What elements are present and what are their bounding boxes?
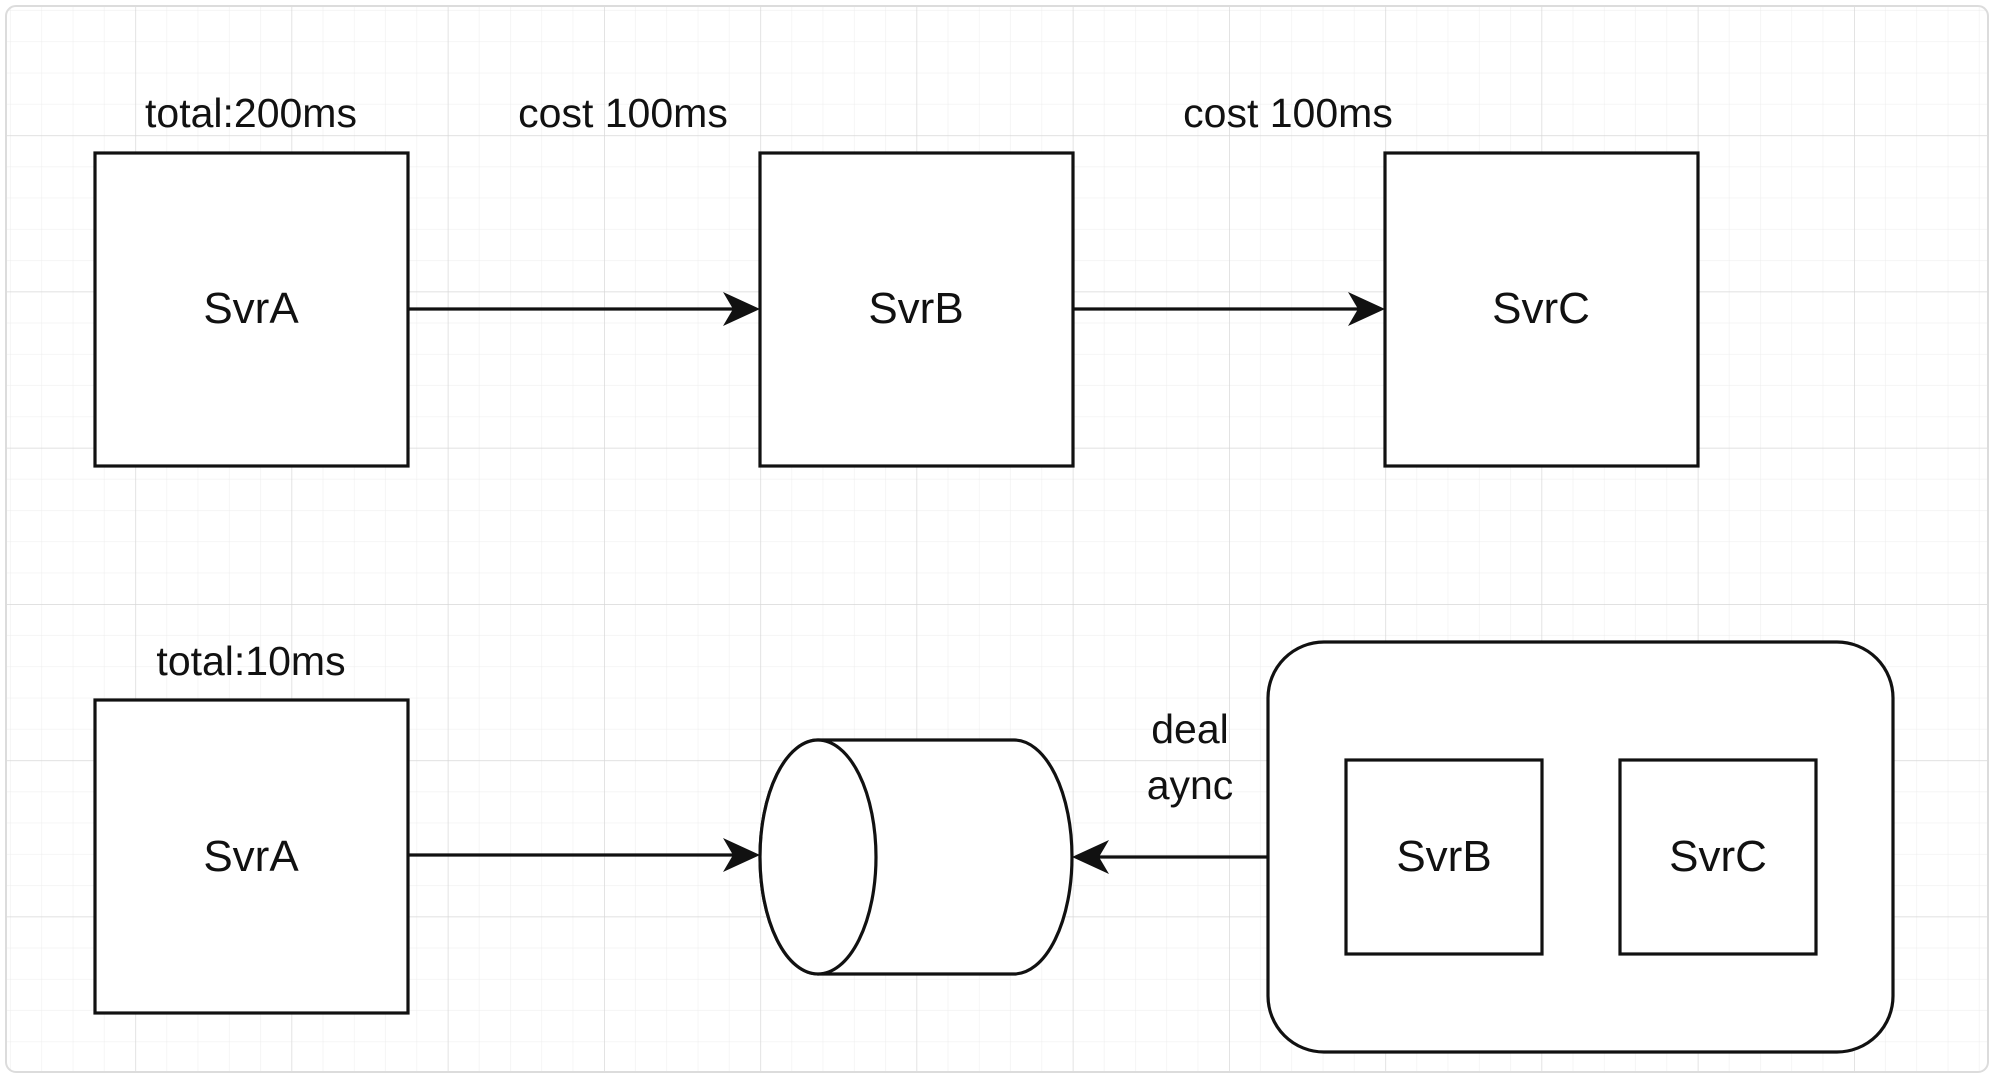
async-svr-a-label: SvrA (203, 832, 299, 881)
group-svr-b-label: SvrB (1396, 832, 1491, 881)
deal-async-label-line1: deal (1151, 706, 1229, 752)
sync-svr-c-node[interactable]: SvrC (1383, 151, 1700, 468)
async-svr-a-node[interactable]: SvrA (93, 698, 410, 1015)
group-svr-b-node[interactable]: SvrB (1344, 758, 1544, 956)
sync-cost-label-bc: cost 100ms (1183, 90, 1393, 136)
sync-svr-a-label: SvrA (203, 284, 299, 333)
sync-arrow-b-to-c (1073, 292, 1385, 326)
group-svr-c-node[interactable]: SvrC (1618, 758, 1818, 956)
sync-svr-a-node[interactable]: SvrA (93, 151, 410, 468)
sync-arrow-a-to-b (408, 292, 760, 326)
sync-svr-c-label: SvrC (1492, 284, 1590, 333)
deal-async-label-line2: aync (1147, 762, 1234, 808)
async-arrow-a-to-queue (408, 838, 760, 872)
sync-svr-b-label: SvrB (868, 284, 963, 333)
message-queue-cylinder[interactable] (758, 738, 1074, 976)
group-svr-c-label: SvrC (1669, 832, 1767, 881)
sync-total-label: total:200ms (145, 90, 357, 136)
sync-svr-b-node[interactable]: SvrB (758, 151, 1075, 468)
async-arrow-group-to-queue (1072, 840, 1268, 874)
sync-cost-label-ab: cost 100ms (518, 90, 728, 136)
async-total-label: total:10ms (156, 638, 345, 684)
